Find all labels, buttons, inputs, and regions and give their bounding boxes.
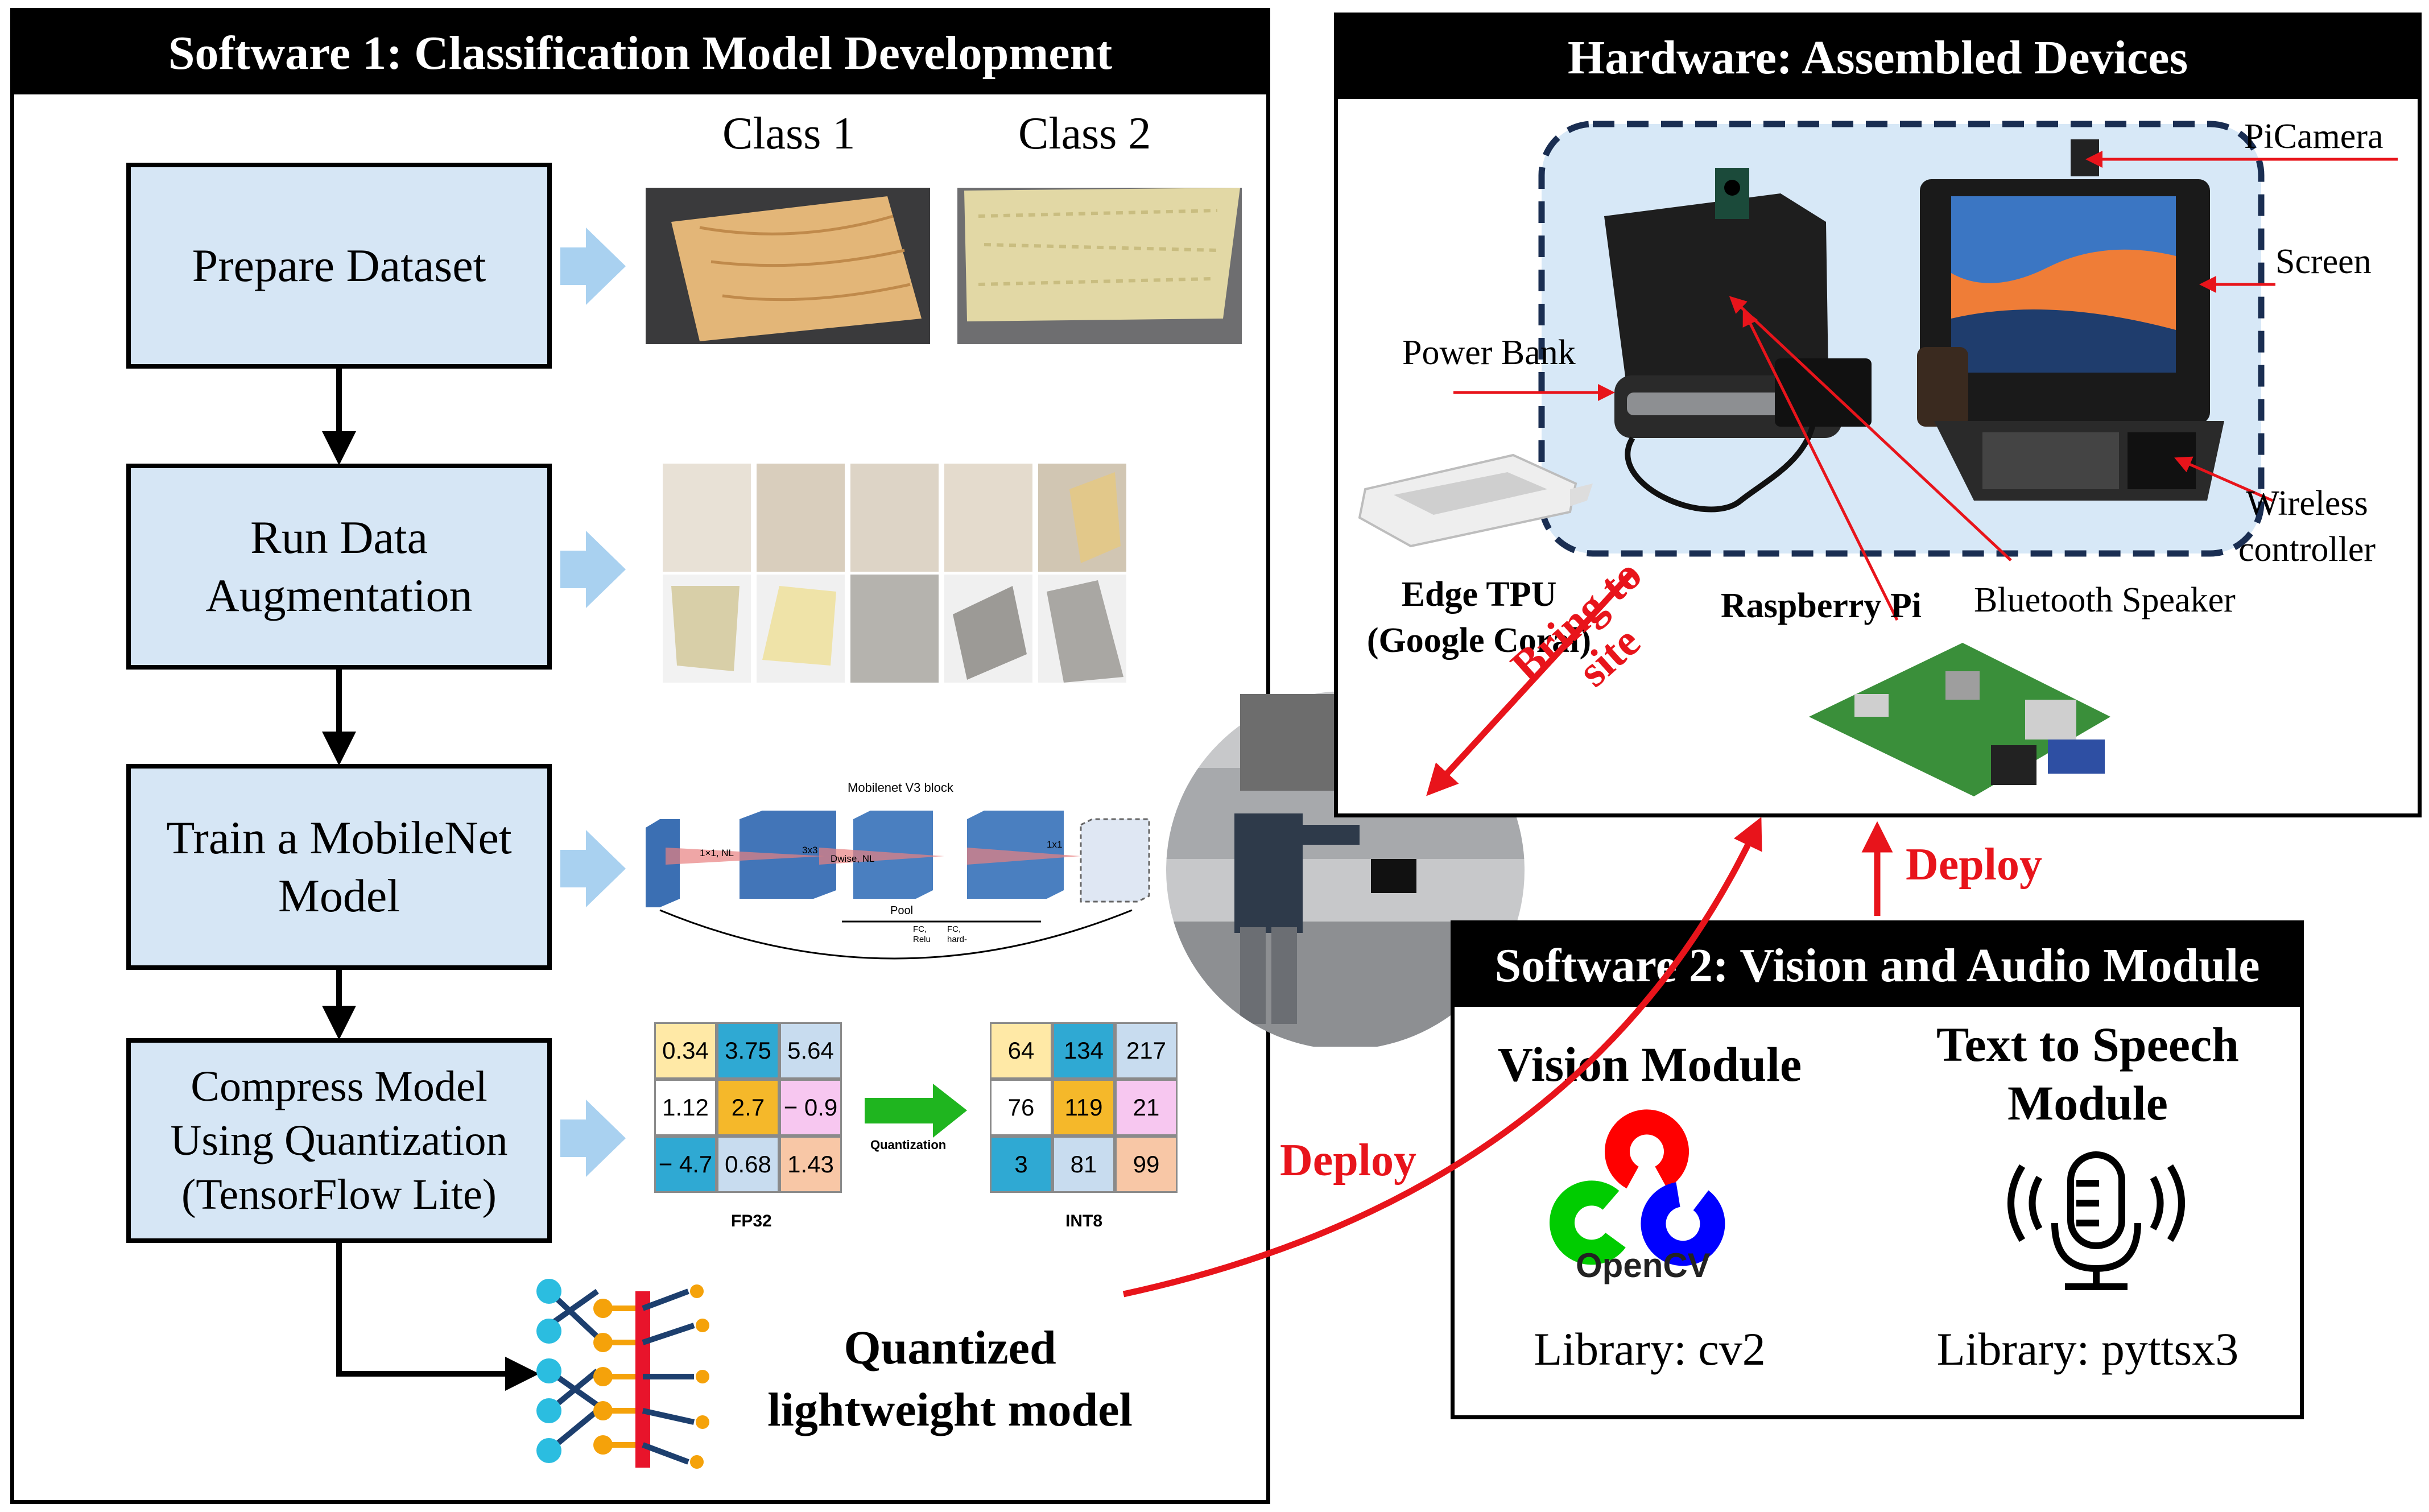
fp32-cell: 3.75 xyxy=(717,1022,779,1079)
opencv-logo-icon xyxy=(1550,1109,1725,1266)
step-data-augmentation: Run Data Augmentation xyxy=(126,464,552,670)
neural-network-nodes xyxy=(536,1279,709,1469)
software2-panel: Software 2: Vision and Audio Module xyxy=(1451,920,2304,1419)
device-front-photo xyxy=(1917,139,2224,501)
flow-arrow-4 xyxy=(336,1243,539,1391)
raspberry-pi-label: Raspberry Pi xyxy=(1721,586,1922,625)
mobilenet-label-2: 3x3 xyxy=(802,845,818,856)
step-prepare-dataset: Prepare Dataset xyxy=(126,163,552,369)
int8-cell: 99 xyxy=(1115,1136,1178,1193)
mobilenet-label-3: Dwise, NL xyxy=(831,853,875,864)
fp32-label: FP32 xyxy=(731,1212,772,1230)
int8-cell: 21 xyxy=(1115,1079,1178,1136)
quantization-arrow xyxy=(865,1084,967,1138)
edge-tpu-photo xyxy=(1358,453,1593,548)
int8-label: INT8 xyxy=(1065,1212,1103,1230)
hardware-title: Hardware: Assembled Devices xyxy=(1338,16,2418,99)
fp32-cell: 2.7 xyxy=(717,1079,779,1136)
edge-tpu-label: Edge TPU (Google Coral) xyxy=(1366,575,1592,660)
power-bank-label: Power Bank xyxy=(1402,333,1576,372)
deploy-arrow-curve xyxy=(1122,817,1762,1298)
int8-cell: 64 xyxy=(990,1022,1052,1079)
software2-title: Software 2: Vision and Audio Module xyxy=(1455,924,2300,1007)
fp32-cell: − 4.7 xyxy=(654,1136,717,1193)
mobilenet-diagram xyxy=(646,811,1150,960)
wireless-controller-label: Wireless controller xyxy=(2238,484,2376,569)
pointer-arrows xyxy=(1453,151,2398,621)
mobilenet-label-1: 1×1, NL xyxy=(700,848,734,858)
quantization-label: Quantization xyxy=(870,1138,947,1152)
mobilenet-block-title: Mobilenet V3 block xyxy=(848,780,953,795)
fp32-cell: 0.68 xyxy=(717,1136,779,1193)
microphone-icon xyxy=(2007,1151,2185,1290)
library-pyttsx3-label: Library: pyttsx3 xyxy=(1936,1323,2239,1375)
blue-arrows xyxy=(560,228,626,1177)
software1-title: Software 1: Classification Model Develop… xyxy=(14,12,1266,94)
mobilenet-label-5: FC, Relu xyxy=(913,924,931,944)
step-train-mobilenet: Train a MobileNet Model xyxy=(126,764,552,970)
deploy-label-1: Deploy xyxy=(1280,1135,1416,1185)
mobilenet-label-4: Pool xyxy=(890,904,914,917)
class2-label: Class 2 xyxy=(1018,109,1151,159)
opencv-text: OpenCV xyxy=(1576,1246,1711,1284)
int8-cell: 81 xyxy=(1052,1136,1115,1193)
tts-module-title: Text to Speech Module xyxy=(1936,1017,2239,1131)
fp32-cell: − 0.9 xyxy=(779,1079,842,1136)
screen-label: Screen xyxy=(2275,242,2372,281)
dataset-images xyxy=(646,188,1242,344)
mobilenet-label-6: FC, hard- xyxy=(947,924,968,944)
picamera-label: PiCamera xyxy=(2244,117,2383,156)
quantized-model-label: Quantized lightweight model xyxy=(767,1321,1133,1437)
raspberry-pi-photo xyxy=(1809,643,2110,796)
library-cv2-label: Library: cv2 xyxy=(1534,1323,1766,1375)
class1-label: Class 1 xyxy=(722,109,856,159)
bring-to-site-arrow xyxy=(1426,569,1635,796)
fp32-cell: 5.64 xyxy=(779,1022,842,1079)
deploy-label-2: Deploy xyxy=(1906,840,2042,890)
int8-cell: 134 xyxy=(1052,1022,1115,1079)
bluetooth-speaker-label: Bluetooth Speaker xyxy=(1974,581,2236,619)
mobilenet-label-7: 1x1 xyxy=(1047,839,1063,850)
augmentation-grid xyxy=(663,464,1126,683)
int8-cell: 3 xyxy=(990,1136,1052,1193)
vision-module-title: Vision Module xyxy=(1497,1037,1802,1092)
int8-cell: 217 xyxy=(1115,1022,1178,1079)
fp32-cell: 1.12 xyxy=(654,1079,717,1136)
fp32-cell: 1.43 xyxy=(779,1136,842,1193)
int8-cell: 119 xyxy=(1052,1079,1115,1136)
neural-network-icon xyxy=(547,1288,695,1468)
step-compress-model: Compress Model Using Quantization (Tenso… xyxy=(126,1038,552,1243)
fp32-cell: 0.34 xyxy=(654,1022,717,1079)
int8-cell: 76 xyxy=(990,1079,1052,1136)
